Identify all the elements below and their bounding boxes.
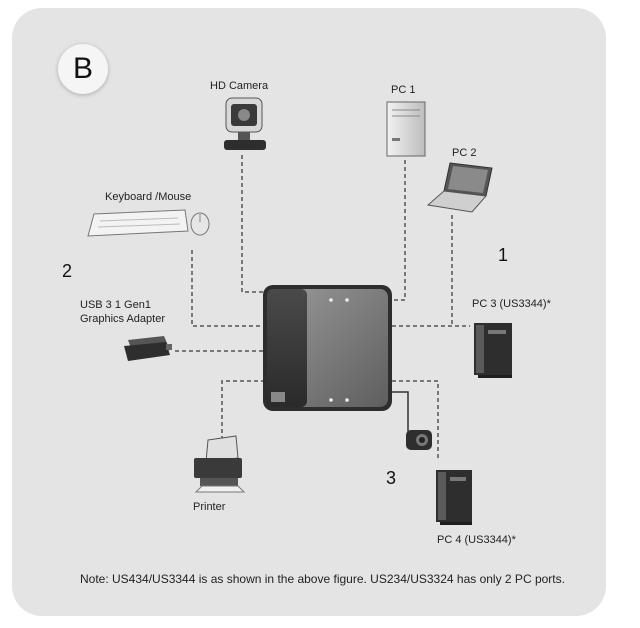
line-camera xyxy=(241,155,264,293)
label-pc2: PC 2 xyxy=(452,147,477,159)
pc2-laptop-icon xyxy=(426,162,493,213)
footnote: Note: US434/US3344 is as shown in the ab… xyxy=(80,572,565,586)
section-badge: B xyxy=(58,44,108,94)
label-pc1: PC 1 xyxy=(391,84,416,96)
pc4-tower-icon xyxy=(436,470,472,525)
line-keyboard xyxy=(191,250,264,327)
label-pc4: PC 4 (US3344)* xyxy=(437,534,516,546)
label-printer: Printer xyxy=(193,501,226,513)
label-hd-camera: HD Camera xyxy=(210,80,269,92)
connection-lines xyxy=(175,155,470,460)
kvm-switch-device xyxy=(263,285,392,411)
callout-3: 3 xyxy=(386,468,397,488)
label-usb-adapter-line1: USB 3 1 Gen1 xyxy=(80,299,151,311)
hd-camera-icon xyxy=(224,97,266,150)
label-keyboard-mouse: Keyboard /Mouse xyxy=(105,191,192,203)
line-pc4 xyxy=(392,380,439,460)
pc1-tower-icon xyxy=(386,101,426,157)
line-remote xyxy=(392,391,420,436)
remote-port-icon xyxy=(406,430,432,450)
pc3-tower-icon xyxy=(474,323,512,378)
callout-1: 1 xyxy=(498,245,509,265)
callout-2: 2 xyxy=(62,261,73,281)
label-usb-adapter-line2: Graphics Adapter xyxy=(80,313,165,325)
label-pc3: PC 3 (US3344)* xyxy=(472,298,551,310)
printer-icon xyxy=(194,435,246,493)
line-pc1 xyxy=(390,160,406,301)
graphics-adapter-icon xyxy=(124,336,172,361)
line-printer xyxy=(221,380,264,440)
keyboard-mouse-icon xyxy=(87,209,210,237)
